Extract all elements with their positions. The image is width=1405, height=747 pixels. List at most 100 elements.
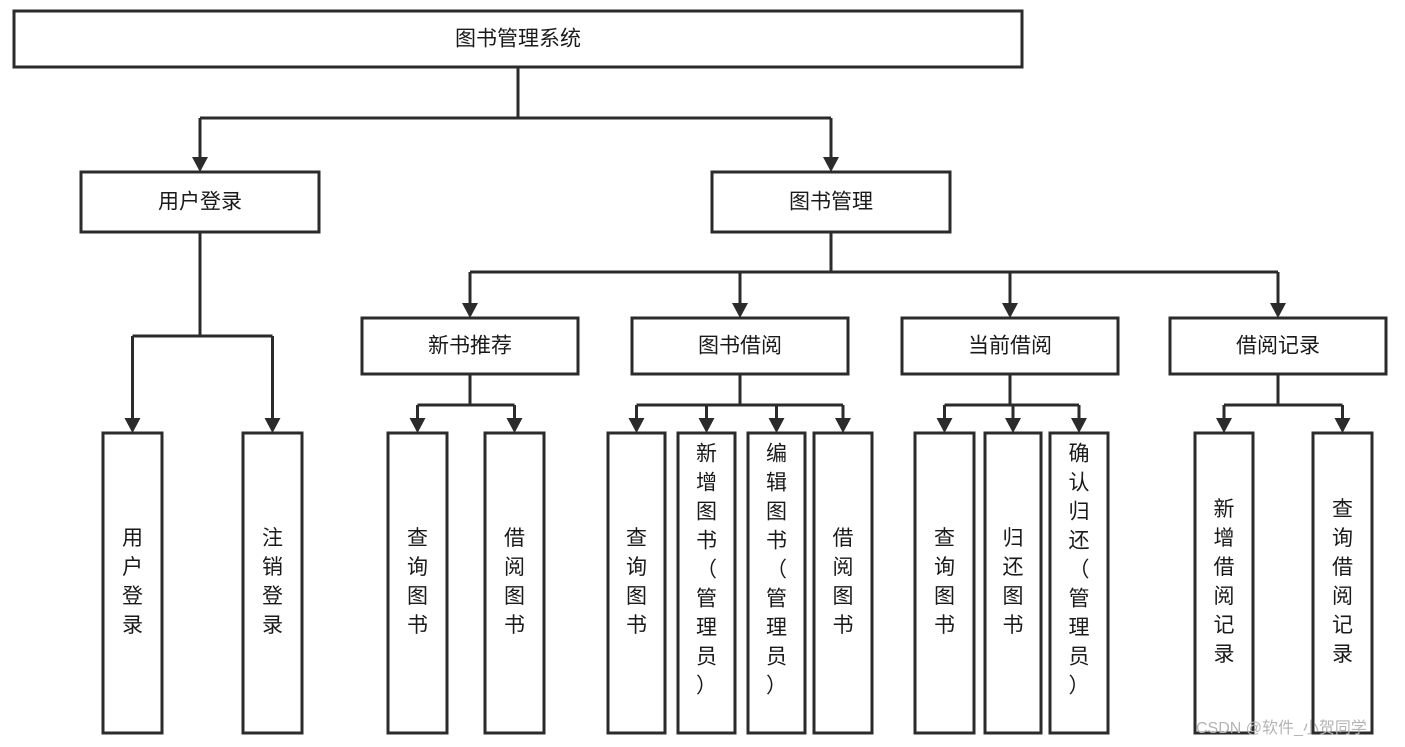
- node-label: 图书管理: [789, 191, 873, 214]
- leaf-label-char: 查: [407, 527, 428, 550]
- leaf-label-char: 管: [1069, 588, 1090, 611]
- leaf-label-char: 记: [1332, 614, 1353, 637]
- leaf-label-char: 增: [696, 472, 717, 495]
- leaf-label-char: （: [1069, 559, 1090, 582]
- leaf-label-char: 登: [122, 585, 143, 608]
- leaf-label-char: 理: [766, 617, 787, 640]
- leaf-label-char: 图: [626, 585, 647, 608]
- leaf-label-char: 书: [934, 614, 955, 637]
- level3-node-3[interactable]: 当前借阅: [900, 316, 1120, 376]
- leaf-label-char: 图: [1003, 585, 1024, 608]
- leaf-label-char: 图: [934, 585, 955, 608]
- leaf-label-char: 询: [1332, 527, 1353, 550]
- leaf-label-char: 图: [833, 585, 854, 608]
- leaf-label-char: 借: [1332, 556, 1353, 579]
- level3-node-4[interactable]: 借阅记录: [1168, 316, 1388, 376]
- node-label: 用户登录: [158, 191, 242, 214]
- leaf-label-char: 阅: [504, 556, 525, 579]
- leaf-label-char: 销: [262, 556, 283, 579]
- leaf-label-char: ）: [1069, 675, 1090, 698]
- leaf-label-char: 书: [833, 614, 854, 637]
- leaf-label-char: 理: [696, 617, 717, 640]
- root-node-book-management-system[interactable]: 图书管理系统: [12, 9, 1024, 69]
- leaf-label-char: 认: [1069, 472, 1090, 495]
- leaf-label-char: 借: [504, 527, 525, 550]
- node-label: 图书管理系统: [455, 28, 581, 51]
- leaf-label-char: 还: [1003, 556, 1024, 579]
- leaf-label-char: 新: [696, 443, 717, 466]
- leaf-label-char: 书: [504, 614, 525, 637]
- leaf-label-char: 图: [766, 501, 787, 524]
- node-layer: 图书管理系统用户登录图书管理新书推荐图书借阅当前借阅借阅记录用户登录注销登录查询…: [12, 9, 1388, 735]
- leaf-label-char: 阅: [1332, 585, 1353, 608]
- leaf-label-char: 新: [1214, 498, 1235, 521]
- leaf-label-char: 用: [122, 527, 143, 550]
- leaf-label-char: 阅: [833, 556, 854, 579]
- leaf-label-char: 借: [1214, 556, 1235, 579]
- leaf-label-char: （: [766, 559, 787, 582]
- csdn-watermark: CSDN @软件_小贺同学: [1196, 719, 1367, 737]
- leaf-label-char: 询: [934, 556, 955, 579]
- leaf-label-char: 员: [766, 646, 787, 669]
- leaf-label-char: 辑: [766, 472, 787, 495]
- leaf-label-char: 图: [696, 501, 717, 524]
- leaf-label-char: 录: [122, 614, 143, 637]
- level3-node-2[interactable]: 图书借阅: [630, 316, 850, 376]
- leaf-label-char: 还: [1069, 530, 1090, 553]
- leaf-label-char: ）: [766, 675, 787, 698]
- leaf-label-char: （: [696, 559, 717, 582]
- node-label: 新书推荐: [428, 335, 512, 358]
- leaf-label-char: 增: [1214, 527, 1235, 550]
- leaf-label-char: 归: [1003, 527, 1024, 550]
- node-label: 图书借阅: [698, 335, 782, 358]
- node-label: 借阅记录: [1236, 335, 1320, 358]
- leaf-label-char: 阅: [1214, 585, 1235, 608]
- level3-node-1[interactable]: 新书推荐: [360, 316, 580, 376]
- leaf-label-char: 录: [262, 614, 283, 637]
- leaf-label-char: 录: [1332, 643, 1353, 666]
- leaf-label-char: 理: [1069, 617, 1090, 640]
- leaf-label-char: 询: [407, 556, 428, 579]
- leaf-label-char: 查: [934, 527, 955, 550]
- leaf-label-char: 管: [766, 588, 787, 611]
- leaf-label-char: 图: [504, 585, 525, 608]
- level2-node-2[interactable]: 图书管理: [710, 170, 952, 234]
- leaf-label-char: 注: [262, 527, 283, 550]
- leaf-label-char: 记: [1214, 614, 1235, 637]
- leaf-label-char: ）: [696, 675, 717, 698]
- leaf-label-char: 书: [407, 614, 428, 637]
- leaf-label-char: 查: [626, 527, 647, 550]
- leaf-label-char: 书: [626, 614, 647, 637]
- leaf-label-char: 编: [766, 443, 787, 466]
- leaf-label-char: 书: [696, 530, 717, 553]
- leaf-label-char: 登: [262, 585, 283, 608]
- leaf-label-char: 确: [1069, 443, 1090, 466]
- leaf-label-char: 户: [122, 556, 143, 579]
- leaf-node-1[interactable]: 用户登录: [101, 431, 164, 735]
- leaf-label-char: 书: [766, 530, 787, 553]
- leaf-label-char: 借: [833, 527, 854, 550]
- leaf-label-char: 询: [626, 556, 647, 579]
- leaf-label-char: 员: [1069, 646, 1090, 669]
- leaf-label-char: 员: [696, 646, 717, 669]
- leaf-label-char: 图: [407, 585, 428, 608]
- level2-node-1[interactable]: 用户登录: [79, 170, 321, 234]
- node-label: 当前借阅: [968, 335, 1052, 358]
- connector-layer: [124, 67, 1351, 433]
- leaf-label-char: 录: [1214, 643, 1235, 666]
- leaf-label-char: 管: [696, 588, 717, 611]
